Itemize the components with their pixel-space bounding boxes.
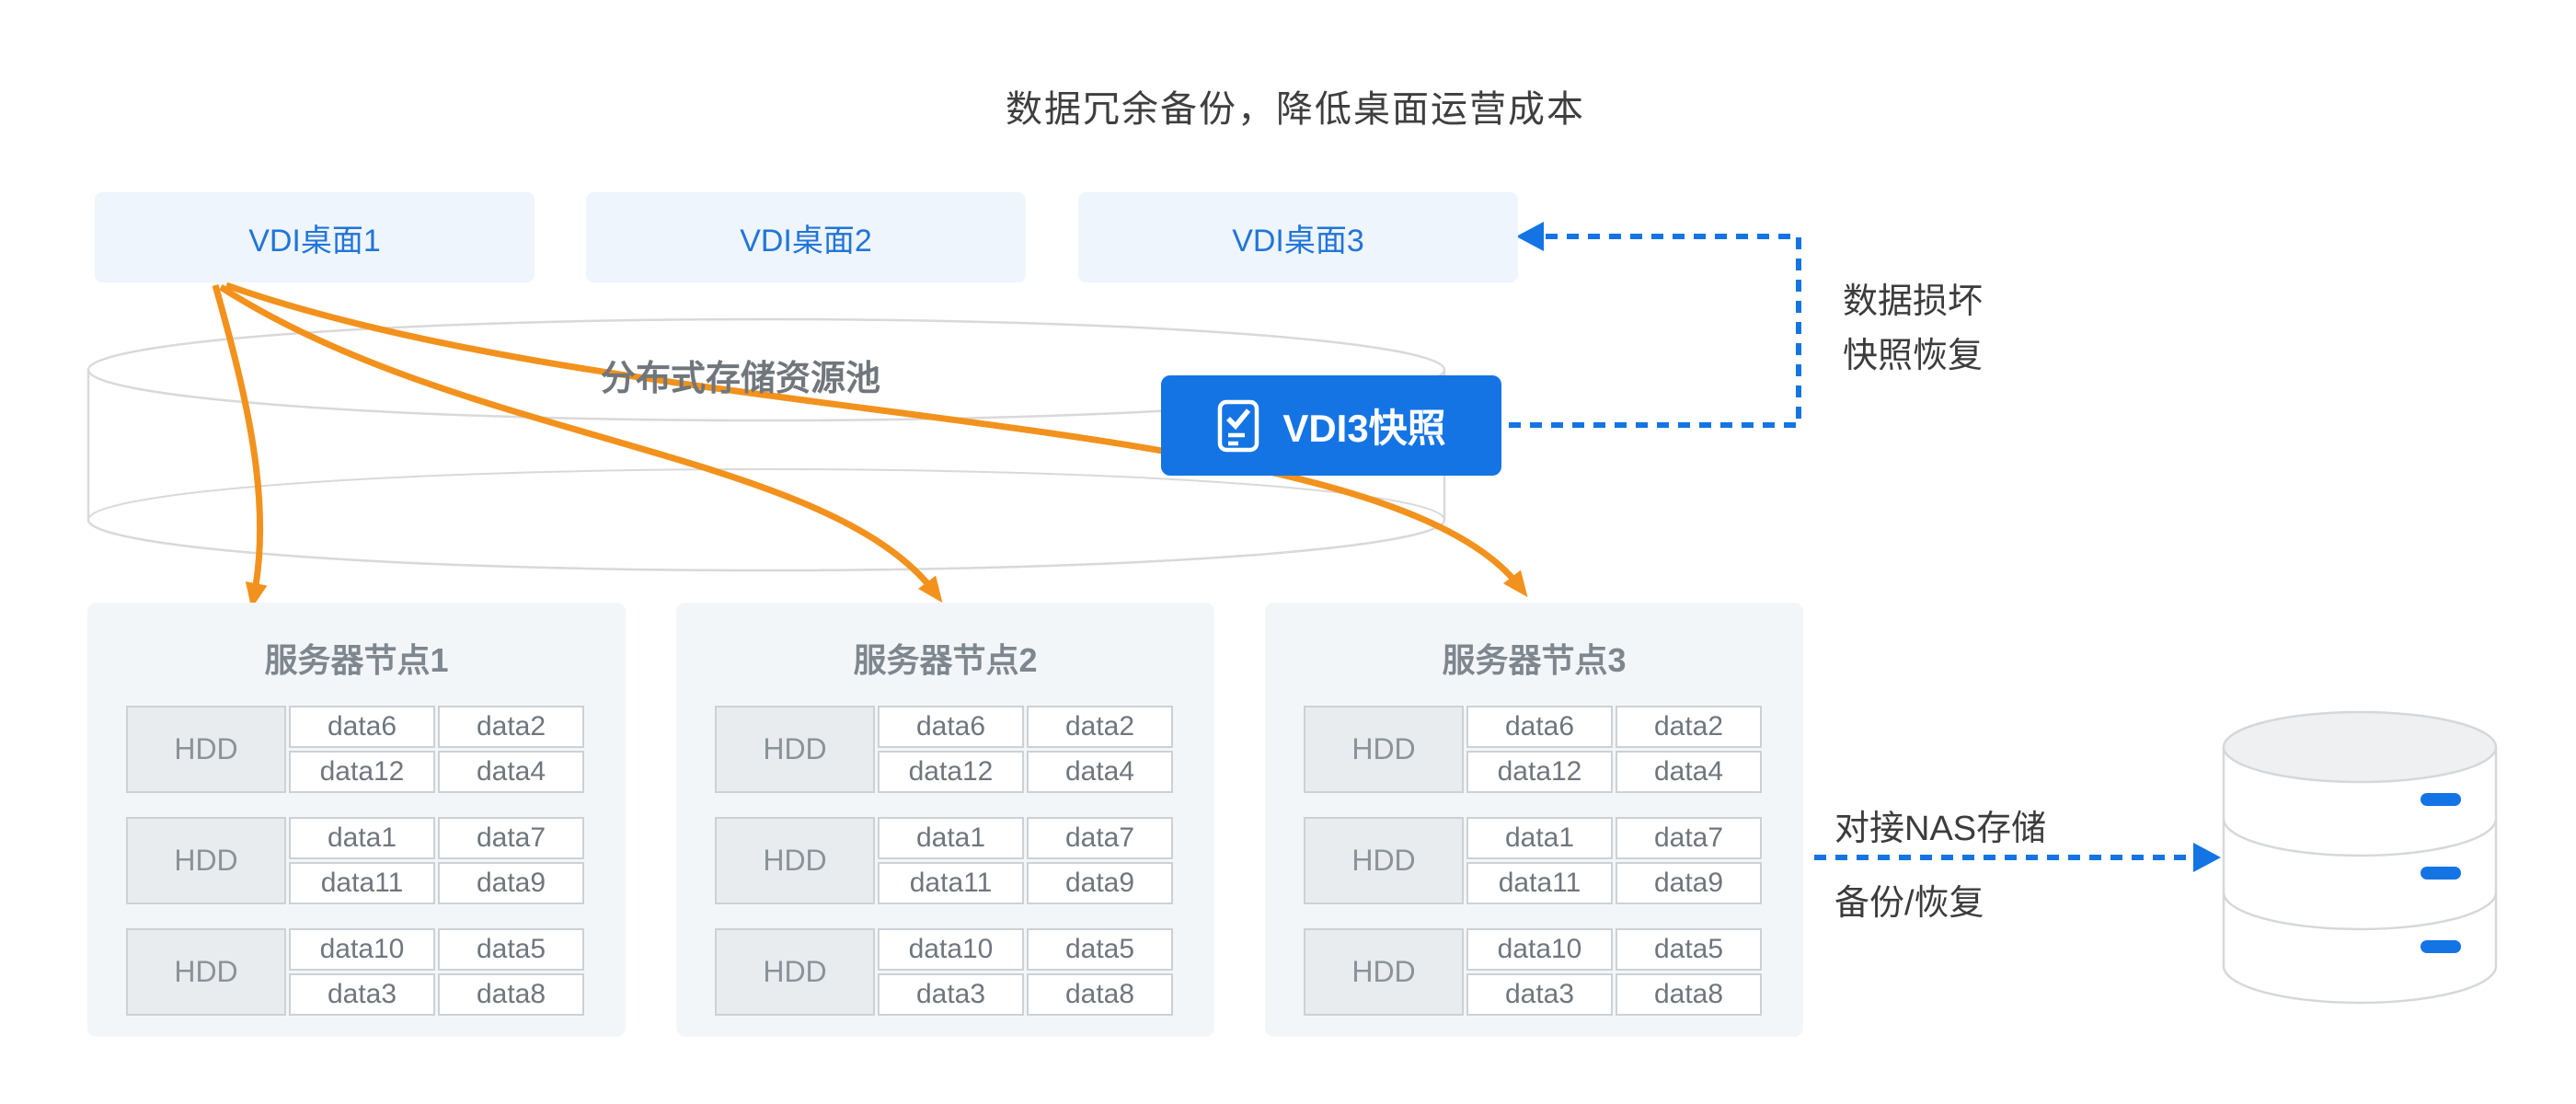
nas-backup-path <box>1814 843 2221 872</box>
data-cell: data9 <box>1027 862 1173 904</box>
data-cell: data4 <box>438 751 584 793</box>
data-cell: data6 <box>1466 706 1613 748</box>
vdi3-snapshot-badge: VDI3快照 <box>1161 375 1501 476</box>
data-cell: data7 <box>438 817 584 859</box>
arrow-to-node1 <box>212 284 268 609</box>
vdi-desktop-1-label: VDI桌面1 <box>248 223 381 259</box>
data-cell: data9 <box>438 862 584 904</box>
snapshot-note-line1: 数据损坏 <box>1843 282 1984 321</box>
data-cell: data6 <box>289 706 435 748</box>
data-cell: data5 <box>1616 928 1762 971</box>
vdi-desktop-2: VDI桌面2 <box>586 192 1026 282</box>
data-cell: data3 <box>289 973 435 1016</box>
hdd-cell: HDD <box>1304 928 1464 1016</box>
hdd-cell: HDD <box>715 706 875 793</box>
server-node-title: 服务器节点2 <box>853 641 1038 679</box>
arrow-to-node2 <box>219 284 943 604</box>
data-cell: data4 <box>1027 751 1173 793</box>
vdi-desktop-3-label: VDI桌面3 <box>1232 223 1364 259</box>
vdi3-snapshot-label: VDI3快照 <box>1282 407 1446 450</box>
data-cell: data8 <box>1616 973 1762 1016</box>
data-cell: data12 <box>1466 751 1613 793</box>
data-cell: data5 <box>438 928 584 971</box>
data-cell: data10 <box>289 928 435 971</box>
data-cell: data11 <box>1466 862 1613 904</box>
data-cell: data8 <box>438 973 584 1016</box>
data-cell: data2 <box>438 706 584 748</box>
data-cell: data12 <box>878 751 1024 793</box>
snapshot-restore-arrowhead <box>1516 222 1544 251</box>
hdd-cell: HDD <box>126 928 286 1016</box>
hdd-cell: HDD <box>715 817 875 904</box>
nas-storage-icon <box>2222 710 2498 1011</box>
snapshot-restore-path <box>1509 222 1801 428</box>
data-cell: data11 <box>289 862 435 904</box>
data-cell: data11 <box>878 862 1024 904</box>
hdd-cell: HDD <box>715 928 875 1016</box>
data-cell: data3 <box>1466 973 1613 1016</box>
data-cell: data1 <box>289 817 435 859</box>
vdi-desktop-1: VDI桌面1 <box>95 192 535 282</box>
data-cell: data7 <box>1027 817 1173 859</box>
data-cell: data1 <box>1466 817 1613 859</box>
data-cell: data2 <box>1027 706 1173 748</box>
data-cell: data1 <box>878 817 1024 859</box>
data-cell: data12 <box>289 751 435 793</box>
storage-pool-cylinder <box>86 317 1446 572</box>
snapshot-restore-note: 数据损坏 快照恢复 <box>1843 275 1983 384</box>
data-cell: data5 <box>1027 928 1173 971</box>
snapshot-note-line2: 快照恢复 <box>1843 337 1984 375</box>
hdd-cell: HDD <box>1304 706 1464 793</box>
hdd-cell: HDD <box>126 706 286 793</box>
hdd-cell: HDD <box>126 817 286 904</box>
nas-link-label: 对接NAS存储 <box>1834 810 2047 848</box>
data-cell: data10 <box>1466 928 1613 971</box>
data-cell: data9 <box>1616 862 1762 904</box>
data-cell: data8 <box>1027 973 1173 1016</box>
data-cell: data10 <box>878 928 1024 971</box>
server-node-title: 服务器节点3 <box>1442 641 1627 679</box>
nas-backup-label: 备份/恢复 <box>1834 884 1984 923</box>
data-cell: data2 <box>1616 706 1762 748</box>
data-cell: data7 <box>1616 817 1762 859</box>
nas-backup-arrowhead <box>2193 843 2221 872</box>
data-cell: data4 <box>1616 751 1762 793</box>
replica-arrows <box>212 282 1528 609</box>
page-title: 数据冗余备份，降低桌面运营成本 <box>1006 89 1585 130</box>
hdd-cell: HDD <box>1304 817 1464 904</box>
data-cell: data3 <box>878 973 1024 1016</box>
arrow-to-node3 <box>224 282 1528 598</box>
vdi-desktop-2-label: VDI桌面2 <box>740 223 872 259</box>
vdi-desktop-3: VDI桌面3 <box>1078 192 1518 282</box>
checklist-icon <box>1216 398 1260 454</box>
server-node-title: 服务器节点1 <box>264 641 449 679</box>
storage-pool-label: 分布式存储资源池 <box>600 360 880 398</box>
data-cell: data6 <box>878 706 1024 748</box>
